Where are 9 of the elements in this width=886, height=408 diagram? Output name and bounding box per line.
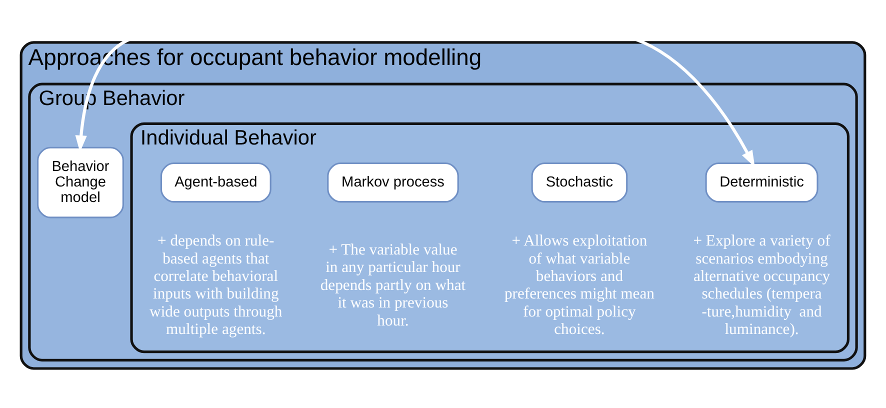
node-box: Stochastic: [531, 162, 628, 203]
node-box: Behavior Change model: [36, 146, 124, 218]
node-label: + Explore a variety of scenarios embodying alternative occupancy schedules (tempera -ture,humidity and luminance).: [693, 232, 830, 338]
node-box: Agent-based: [160, 162, 272, 203]
node-label: + The variable value in any particular hour depends partly on what it was in previous hour.: [320, 241, 466, 330]
node-label: + depends on rule-based agents that correlate behavioral inputs with building wide outputs through multiple agents.: [150, 232, 282, 338]
node-box: Deterministic: [705, 162, 818, 203]
node-label: + Allows exploitation of what variable behaviors and preferences might mean for optimal policy choices.: [504, 232, 654, 338]
node-box: Markov process: [327, 162, 459, 203]
